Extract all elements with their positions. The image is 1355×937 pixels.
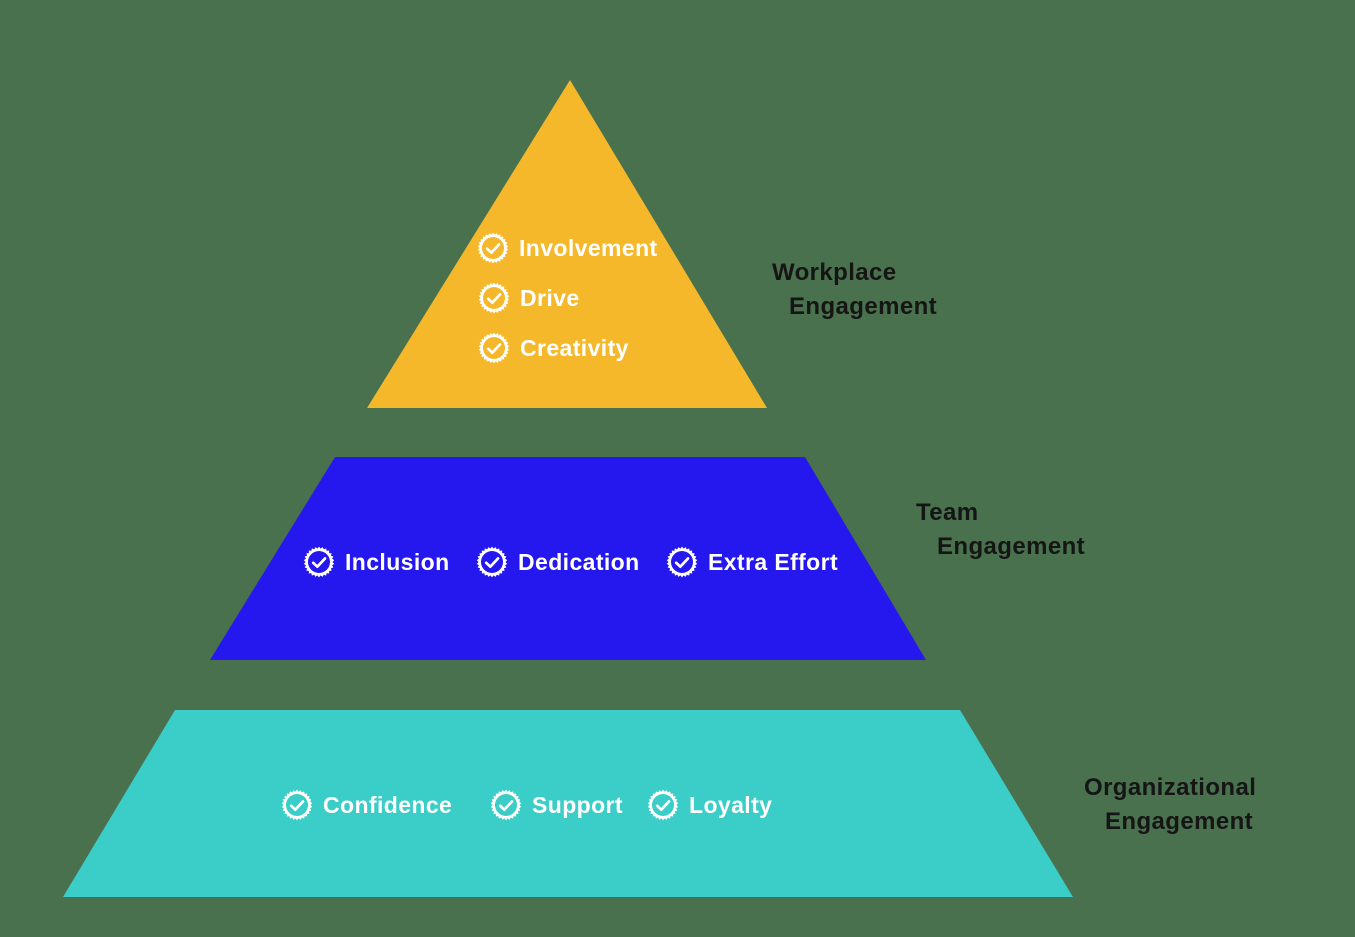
pyramid-tier-organizational-shape: [63, 710, 1073, 897]
tier-label-line1: Organizational: [1084, 774, 1257, 801]
check-seal-icon: [478, 332, 510, 364]
tier-label-line2: Engagement: [789, 293, 938, 320]
check-seal-icon: [478, 282, 510, 314]
list-item: Support: [490, 789, 623, 821]
item-label: Confidence: [323, 791, 453, 818]
check-seal-icon: [647, 789, 679, 821]
item-label: Creativity: [520, 334, 629, 361]
check-seal-icon: [490, 789, 522, 821]
tier-label-workplace: Workplace Engagement: [772, 256, 937, 324]
item-label: Inclusion: [345, 548, 450, 575]
list-item: Loyalty: [647, 789, 772, 821]
check-seal-icon: [303, 546, 335, 578]
check-seal-icon: [477, 232, 509, 264]
item-label: Dedication: [518, 548, 640, 575]
list-item: Involvement: [477, 232, 658, 264]
list-item: Confidence: [281, 789, 452, 821]
tier-label-line1: Workplace: [772, 259, 897, 286]
list-item: Extra Effort: [666, 546, 838, 578]
item-label: Support: [532, 791, 623, 818]
list-item: Dedication: [476, 546, 640, 578]
tier-label-line2: Engagement: [1105, 808, 1254, 835]
check-seal-icon: [476, 546, 508, 578]
tier-label-team: Team Engagement: [916, 496, 1085, 564]
item-label: Extra Effort: [708, 548, 839, 575]
item-label: Loyalty: [689, 791, 773, 818]
pyramid-tier-team-shape: [210, 457, 926, 660]
check-seal-icon: [281, 789, 313, 821]
check-seal-icon: [666, 546, 698, 578]
list-item: Inclusion: [303, 546, 450, 578]
list-item: Drive: [478, 282, 580, 314]
tier-label-line1: Team: [916, 499, 979, 526]
tier-label-line2: Engagement: [937, 533, 1086, 560]
item-label: Involvement: [519, 234, 658, 261]
item-label: Drive: [520, 284, 580, 311]
list-item: Creativity: [478, 332, 629, 364]
tier-label-organizational: Organizational Engagement: [1084, 771, 1256, 839]
